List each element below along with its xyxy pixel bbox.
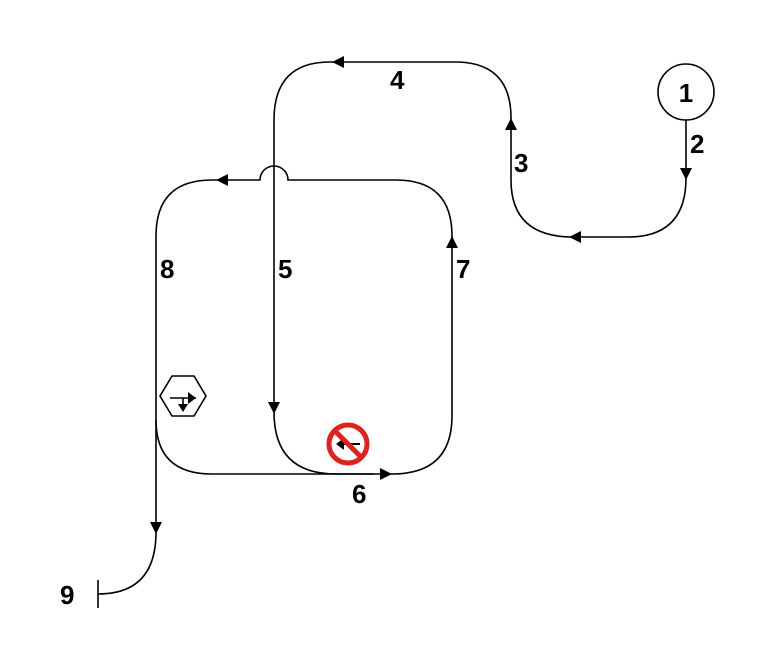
segment-5-label: 5 <box>278 254 292 284</box>
segment-4-line <box>273 61 512 121</box>
loop-bottom-line <box>155 419 374 475</box>
end-label: 9 <box>60 580 74 610</box>
segment-6-label: 6 <box>352 479 366 509</box>
segment-9-curve <box>97 531 157 595</box>
no-left-turn-icon <box>326 422 370 466</box>
segment-3-arrow <box>505 118 517 130</box>
segment-7-line <box>391 236 453 475</box>
segment-2b-arrow <box>569 231 581 243</box>
segment-7-label: 7 <box>456 254 470 284</box>
segment-7-arrow <box>446 236 458 248</box>
segment-3-label: 3 <box>514 148 528 178</box>
segment-4-label: 4 <box>390 65 405 95</box>
segment-9-arrow <box>150 522 162 534</box>
segment-2-label: 2 <box>690 129 704 159</box>
segment-8-label: 8 <box>160 254 174 284</box>
start-node: 1 <box>657 63 715 121</box>
segment-2-arrow <box>680 168 692 180</box>
segment-3-line <box>510 118 574 238</box>
segment-2-curve <box>573 177 687 238</box>
turn-hexagon-icon <box>159 375 207 417</box>
segment-5-arrow <box>268 402 280 414</box>
segment-8-arrow <box>216 174 228 186</box>
segment-8-line <box>155 165 453 420</box>
segment-4-arrow <box>332 56 344 68</box>
start-label: 1 <box>679 78 693 108</box>
segment-6-arrow <box>380 468 392 480</box>
